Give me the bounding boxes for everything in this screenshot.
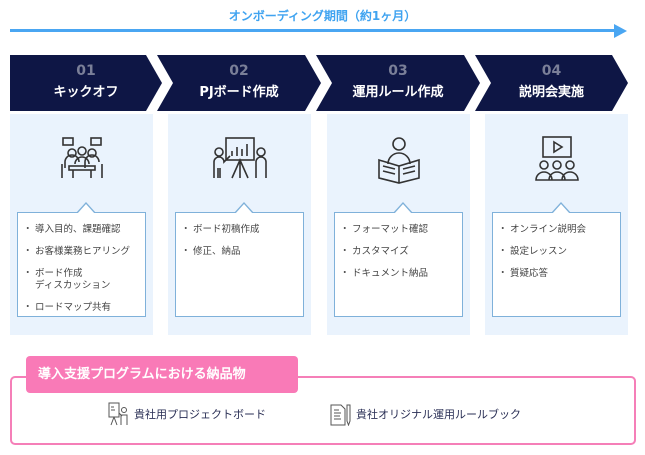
step-title: 説明会実施: [518, 85, 584, 100]
step-detail-box: 導入目的、課題確認 お客様業務ヒアリング ボード作成 ディスカッション ロードマ…: [17, 202, 146, 317]
step-number: 04: [541, 63, 562, 79]
deliverable-label: 貴社オリジナル運用ルールブック: [356, 408, 521, 421]
document-pen-icon: [330, 404, 351, 426]
step-detail-box: オンライン説明会 設定レッスン 質疑応答: [492, 202, 621, 317]
timeline-arrow: [10, 29, 616, 32]
step-header-1: 01 キックオフ: [10, 55, 162, 111]
list-item: ロードマップ共有: [23, 302, 145, 314]
step-header-3: 03 運用ルール作成: [316, 55, 480, 111]
list-item: オンライン説明会: [498, 224, 620, 236]
deliverables-box: [10, 376, 636, 445]
list-item: お客様業務ヒアリング: [23, 246, 145, 258]
arrow-head-icon: [614, 24, 627, 38]
list-item: 修正、納品: [181, 246, 303, 258]
meeting-icon: [10, 134, 153, 184]
step-panel-2: ボード初稿作成 修正、納品: [168, 114, 311, 335]
list-item: フォーマット確認: [340, 224, 462, 236]
list-item: 設定レッスン: [498, 246, 620, 258]
step-detail-box: フォーマット確認 カスタマイズ ドキュメント納品: [334, 202, 463, 317]
list-item: 導入目的、課題確認: [23, 224, 145, 236]
list-item: カスタマイズ: [340, 246, 462, 258]
step-number: 01: [76, 63, 96, 79]
onboarding-period-label: オンボーディング期間（約1ヶ月）: [228, 9, 417, 23]
deliverables-title: 導入支援プログラムにおける納品物: [26, 356, 298, 393]
presenter-board-icon: [108, 402, 128, 426]
step-panel-3: フォーマット確認 カスタマイズ ドキュメント納品: [327, 114, 470, 335]
video-seminar-icon: [485, 134, 628, 184]
deliverable-item: 貴社用プロジェクトボード: [108, 402, 266, 426]
list-item: ボード作成 ディスカッション: [23, 268, 145, 292]
deliverable-item: 貴社オリジナル運用ルールブック: [330, 402, 521, 426]
step-panel-4: オンライン説明会 設定レッスン 質疑応答: [485, 114, 628, 335]
reading-book-icon: [327, 134, 470, 184]
step-number: 03: [388, 63, 408, 79]
presentation-board-icon: [168, 134, 311, 184]
step-header-4: 04 説明会実施: [475, 55, 628, 111]
step-title: キックオフ: [53, 85, 119, 100]
step-number: 02: [229, 63, 249, 79]
step-detail-box: ボード初稿作成 修正、納品: [175, 202, 304, 317]
deliverable-label: 貴社用プロジェクトボード: [134, 408, 266, 421]
list-item: ドキュメント納品: [340, 268, 462, 280]
step-title: PJボード作成: [199, 85, 279, 100]
list-item: ボード初稿作成: [181, 224, 303, 236]
step-panel-1: 導入目的、課題確認 お客様業務ヒアリング ボード作成 ディスカッション ロードマ…: [10, 114, 153, 335]
step-title: 運用ルール作成: [352, 85, 444, 100]
list-item: 質疑応答: [498, 268, 620, 280]
